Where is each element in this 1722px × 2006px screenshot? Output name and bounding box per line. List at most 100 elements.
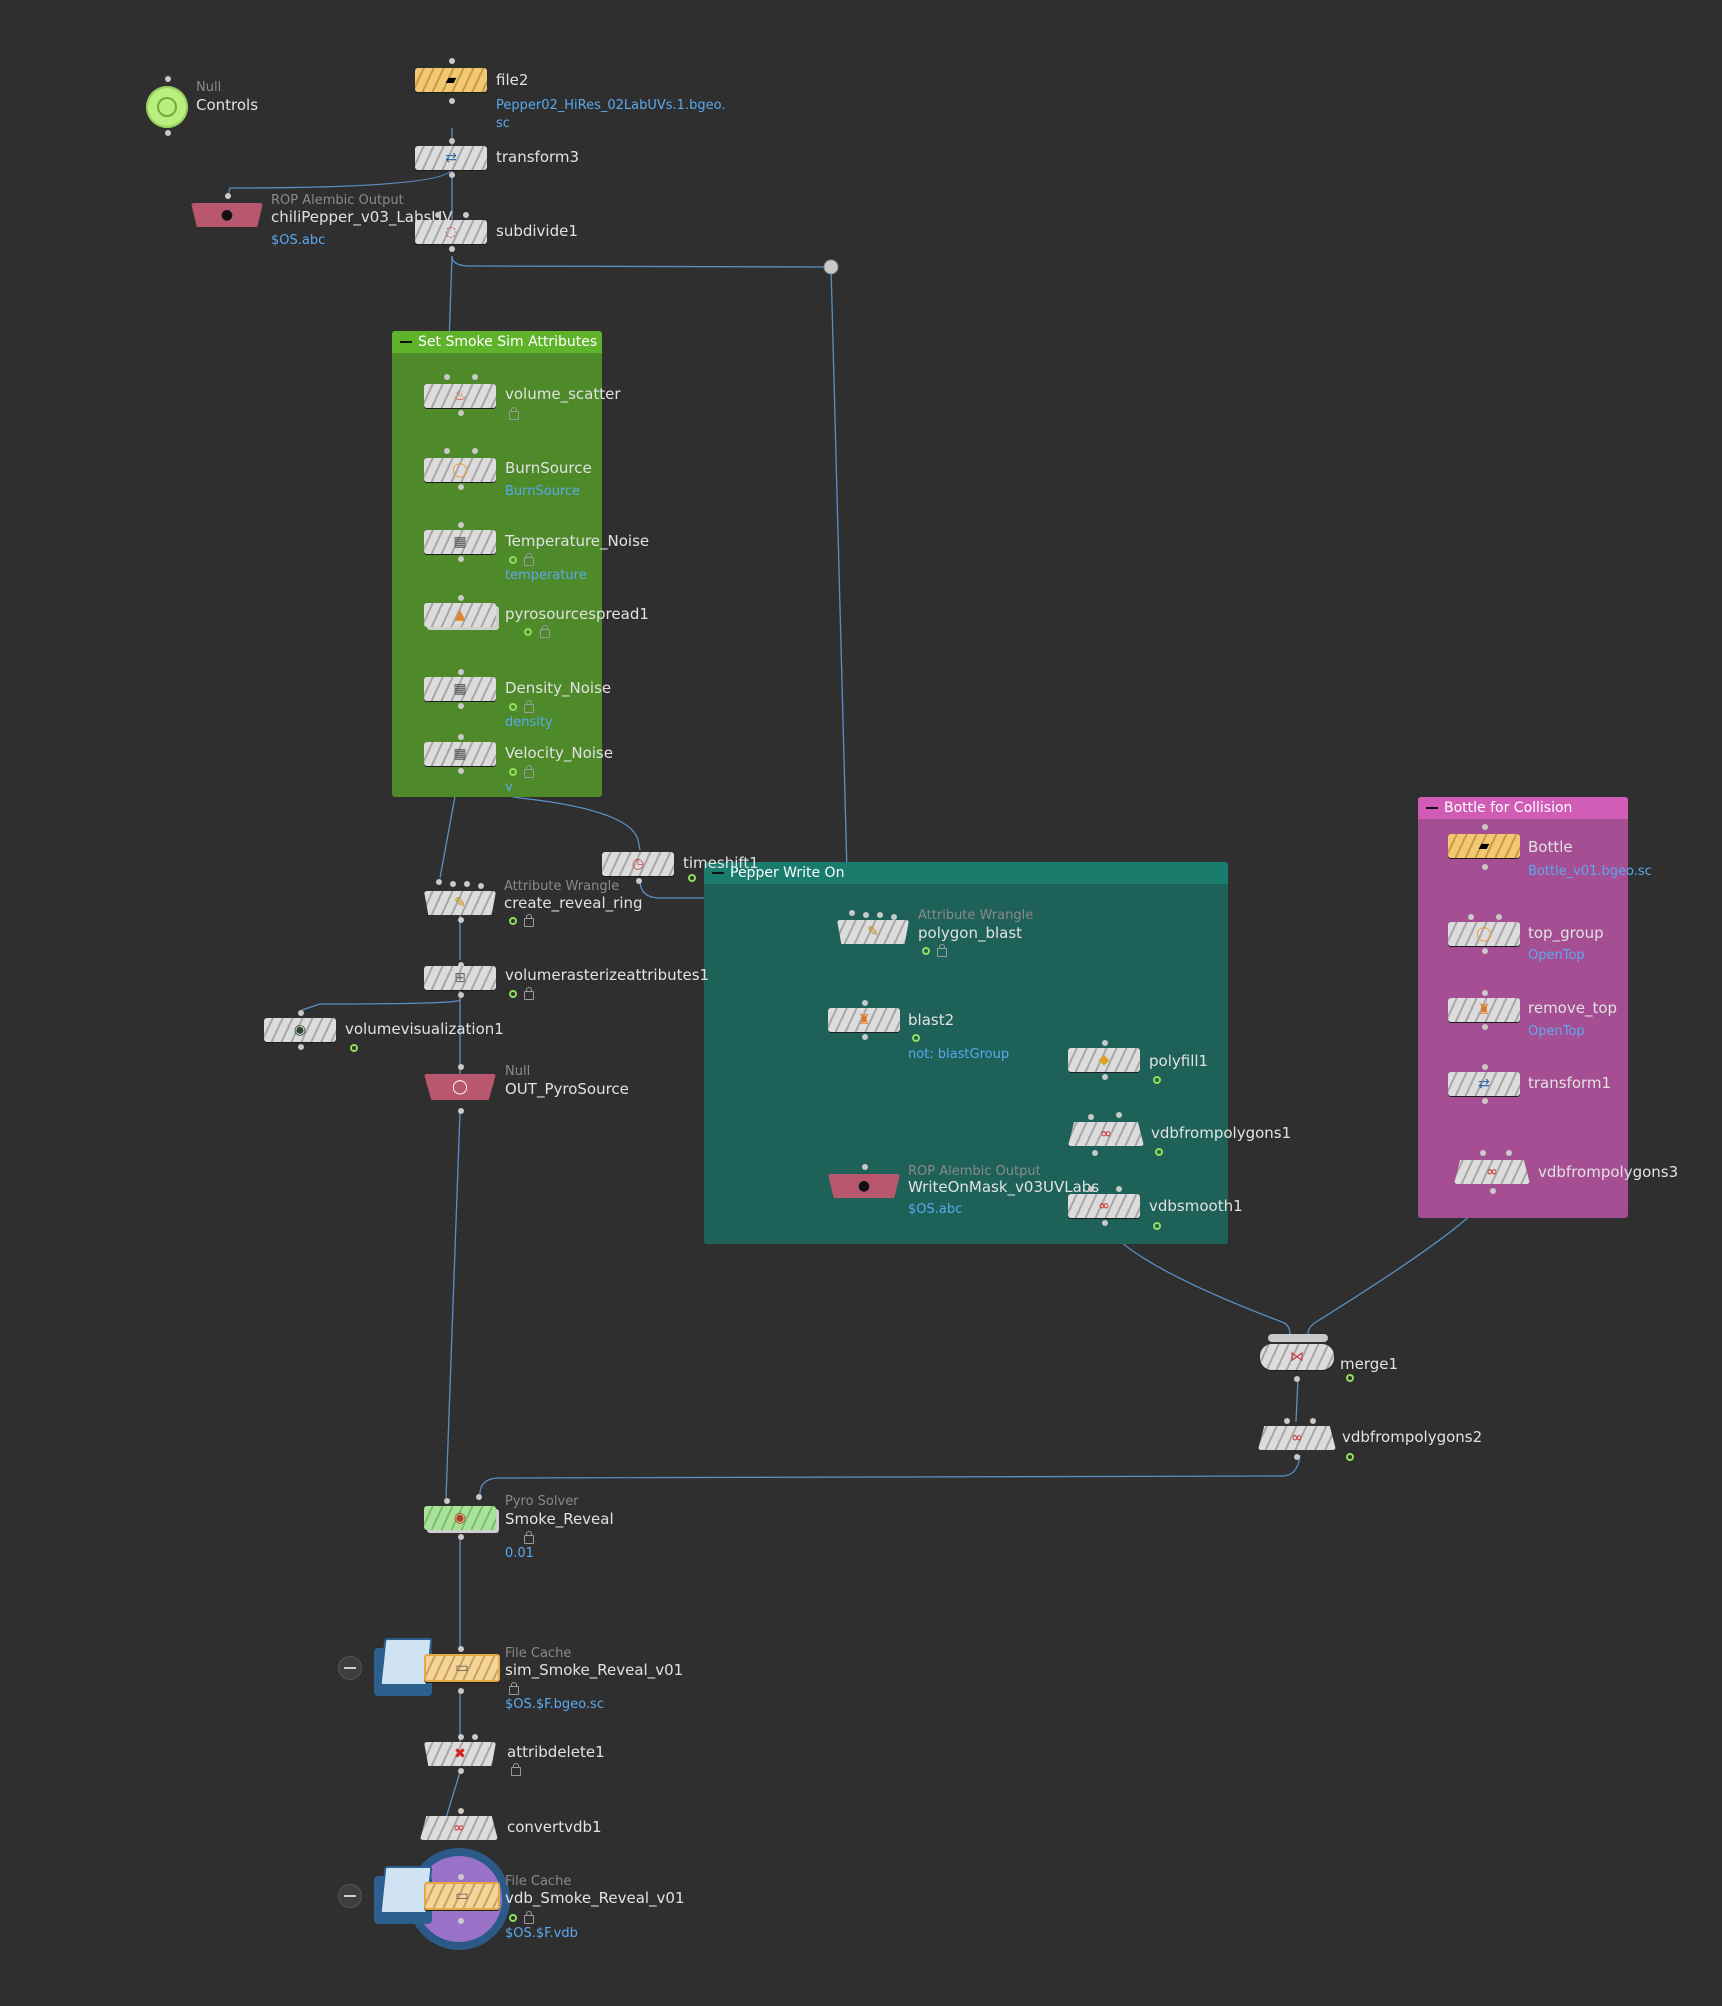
display-flag-icon[interactable]: [509, 1914, 517, 1922]
input-connector[interactable]: [444, 374, 450, 380]
output-connector[interactable]: [458, 1918, 464, 1924]
collapse-minus-icon[interactable]: [1426, 807, 1438, 809]
input-connector[interactable]: [1116, 1112, 1122, 1118]
output-connector[interactable]: [458, 484, 464, 490]
lock-icon[interactable]: [509, 1682, 519, 1695]
input-connector[interactable]: [450, 881, 456, 887]
output-connector[interactable]: [165, 130, 171, 136]
input-connector[interactable]: [472, 448, 478, 454]
input-connector[interactable]: [464, 881, 470, 887]
input-connector[interactable]: [436, 879, 442, 885]
display-flag-icon[interactable]: [688, 874, 696, 882]
input-connector[interactable]: [1102, 1040, 1108, 1046]
lock-icon[interactable]: [540, 625, 550, 638]
output-connector[interactable]: [1482, 864, 1488, 870]
input-connector[interactable]: [444, 448, 450, 454]
lock-icon[interactable]: [511, 1763, 521, 1776]
input-connector[interactable]: [435, 212, 441, 218]
input-connector[interactable]: [1116, 1186, 1122, 1192]
display-flag-icon[interactable]: [1346, 1453, 1354, 1461]
input-connector[interactable]: [458, 734, 464, 740]
input-connector[interactable]: [472, 1734, 478, 1740]
output-connector[interactable]: [458, 410, 464, 416]
output-connector[interactable]: [1294, 1454, 1300, 1460]
output-connector[interactable]: [458, 768, 464, 774]
output-connector[interactable]: [458, 703, 464, 709]
lock-icon[interactable]: [937, 944, 947, 957]
display-flag-icon[interactable]: [509, 990, 517, 998]
input-connector[interactable]: [1506, 1150, 1512, 1156]
output-connector[interactable]: [458, 1768, 464, 1774]
input-connector[interactable]: [458, 1646, 464, 1652]
output-connector[interactable]: [449, 172, 455, 178]
output-connector[interactable]: [449, 98, 455, 104]
input-connector[interactable]: [862, 1000, 868, 1006]
input-connector[interactable]: [1088, 1186, 1094, 1192]
input-connector[interactable]: [458, 1734, 464, 1740]
input-connector[interactable]: [444, 1498, 450, 1504]
display-flag-icon[interactable]: [350, 1044, 358, 1052]
output-connector[interactable]: [862, 1034, 868, 1040]
lock-icon[interactable]: [524, 987, 534, 1000]
input-connector[interactable]: [458, 1808, 464, 1814]
lock-icon[interactable]: [524, 765, 534, 778]
input-connector[interactable]: [1468, 914, 1474, 920]
lock-icon[interactable]: [509, 407, 519, 420]
output-connector[interactable]: [1482, 948, 1488, 954]
display-flag-icon[interactable]: [912, 1034, 920, 1042]
input-connector[interactable]: [458, 595, 464, 601]
input-connector[interactable]: [1496, 914, 1502, 920]
input-connector[interactable]: [863, 912, 869, 918]
output-connector[interactable]: [1482, 1098, 1488, 1104]
input-connector[interactable]: [476, 1494, 482, 1500]
input-connector[interactable]: [862, 1164, 868, 1170]
input-connector[interactable]: [225, 193, 231, 199]
display-flag-icon[interactable]: [1346, 1374, 1354, 1382]
input-connector[interactable]: [891, 914, 897, 920]
lock-icon[interactable]: [524, 553, 534, 566]
collapse-minus-icon[interactable]: [338, 1656, 362, 1680]
lock-icon[interactable]: [524, 1531, 534, 1544]
input-connector[interactable]: [1310, 1418, 1316, 1424]
input-connector[interactable]: [1482, 990, 1488, 996]
output-connector[interactable]: [1102, 1074, 1108, 1080]
input-connector[interactable]: [1482, 824, 1488, 830]
output-connector[interactable]: [458, 992, 464, 998]
input-connector[interactable]: [458, 669, 464, 675]
display-flag-icon[interactable]: [509, 703, 517, 711]
output-connector[interactable]: [458, 1108, 464, 1114]
input-connector[interactable]: [463, 212, 469, 218]
output-connector[interactable]: [458, 917, 464, 923]
input-connector[interactable]: [458, 1874, 464, 1880]
input-connector[interactable]: [449, 58, 455, 64]
output-connector[interactable]: [458, 1534, 464, 1540]
input-connector[interactable]: [1480, 1150, 1486, 1156]
lock-icon[interactable]: [524, 914, 534, 927]
output-connector[interactable]: [298, 1044, 304, 1050]
output-connector[interactable]: [1482, 1024, 1488, 1030]
merge-connector-bar[interactable]: [1268, 1334, 1328, 1342]
output-connector[interactable]: [449, 246, 455, 252]
network-box-smoke-sim[interactable]: Set Smoke Sim Attributes: [392, 331, 602, 797]
display-flag-icon[interactable]: [509, 768, 517, 776]
output-connector[interactable]: [1294, 1376, 1300, 1382]
output-connector[interactable]: [1092, 1150, 1098, 1156]
display-flag-icon[interactable]: [1153, 1076, 1161, 1084]
display-flag-icon[interactable]: [1153, 1222, 1161, 1230]
input-connector[interactable]: [298, 1010, 304, 1016]
collapse-minus-icon[interactable]: [338, 1884, 362, 1908]
input-connector[interactable]: [458, 962, 464, 968]
collapse-minus-icon[interactable]: [712, 872, 724, 874]
input-connector[interactable]: [1088, 1114, 1094, 1120]
input-connector[interactable]: [458, 522, 464, 528]
input-connector[interactable]: [877, 912, 883, 918]
input-connector[interactable]: [478, 883, 484, 889]
input-connector[interactable]: [449, 138, 455, 144]
output-connector[interactable]: [458, 556, 464, 562]
output-connector[interactable]: [458, 1688, 464, 1694]
input-connector[interactable]: [849, 910, 855, 916]
input-connector[interactable]: [458, 1064, 464, 1070]
input-connector[interactable]: [1284, 1418, 1290, 1424]
display-flag-icon[interactable]: [509, 556, 517, 564]
input-connector[interactable]: [165, 76, 171, 82]
